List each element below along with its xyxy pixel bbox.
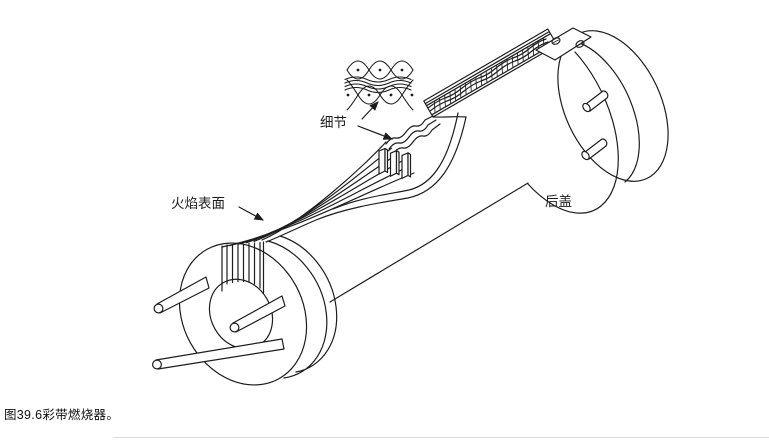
detail-pointer-arrow bbox=[357, 125, 393, 140]
gas-pipe-bottom bbox=[152, 338, 285, 370]
end-plate bbox=[535, 27, 592, 61]
cover-pin-top bbox=[582, 90, 609, 113]
back-cover-label: 后盖 bbox=[545, 194, 572, 209]
figure-caption: 图39.6彩带燃烧器。 bbox=[4, 408, 120, 422]
flame-surface-arrow bbox=[238, 206, 264, 221]
cap-rim-arc bbox=[576, 41, 640, 183]
flame-surface-label: 火焰表面 bbox=[171, 196, 225, 211]
flange-collar-arcs bbox=[267, 235, 338, 379]
body-bottom-silhouette bbox=[329, 182, 529, 303]
ribbon-channel bbox=[385, 28, 558, 155]
face-slot-strips bbox=[221, 241, 265, 294]
cover-pin-bottom bbox=[581, 138, 608, 161]
screw-right bbox=[575, 40, 585, 48]
ribbon-hatching bbox=[433, 37, 545, 113]
detail-inset bbox=[344, 60, 414, 111]
ribbon-crimp-left bbox=[385, 115, 441, 155]
gas-pipe-middle bbox=[229, 295, 286, 333]
ribbon-tabs bbox=[378, 147, 412, 179]
flame-surface-ribbons bbox=[221, 112, 467, 248]
bottom-divider bbox=[113, 437, 769, 438]
detail-inset-arrow bbox=[361, 101, 379, 120]
back-cover-assembly bbox=[527, 30, 669, 214]
ribbon-port-dots bbox=[346, 68, 414, 97]
cap-junction-arc bbox=[527, 51, 619, 214]
ribbon-crimp-wave-a bbox=[429, 41, 549, 112]
screw-left bbox=[551, 37, 561, 45]
gas-pipe-top bbox=[153, 276, 210, 314]
detail-label: 细节 bbox=[320, 115, 347, 130]
ribbon-crimp-wave-b bbox=[427, 38, 547, 109]
